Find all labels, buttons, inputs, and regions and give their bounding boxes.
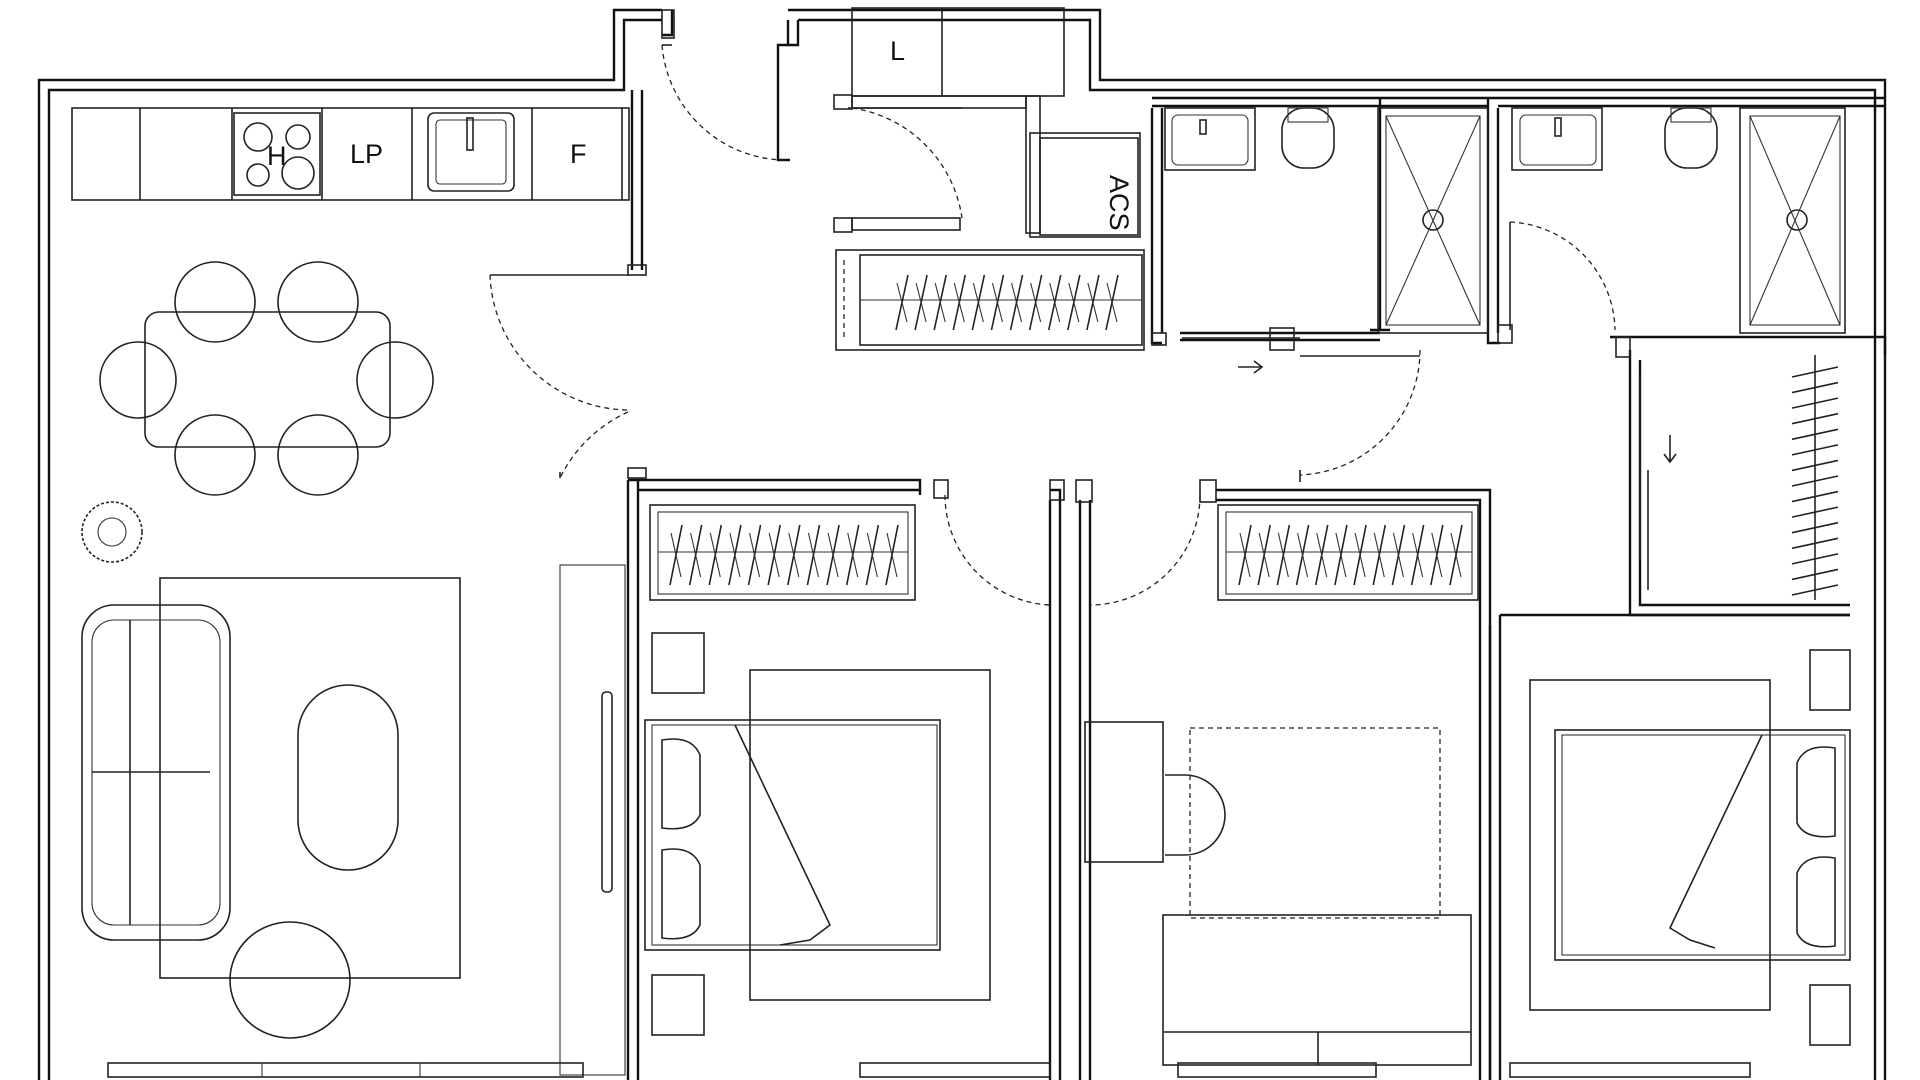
bedroom-1-furniture [644, 632, 991, 1036]
hanger-mark [972, 282, 984, 323]
hanger-mark [1791, 584, 1839, 596]
hob-label: H [267, 141, 287, 171]
arrow-right-icon [1238, 360, 1264, 374]
hanger-mark [1791, 381, 1839, 394]
hanger-mark [670, 532, 682, 578]
exterior-walls [37, 8, 1887, 1080]
bedroom-1-wardrobe [649, 504, 916, 601]
hangers-closet [1791, 366, 1839, 596]
hanger-mark [788, 532, 800, 578]
dining-chairs [99, 261, 434, 496]
hanger-mark [1392, 532, 1404, 578]
tv-unit [601, 691, 613, 893]
hanger-mark [991, 282, 1003, 323]
sofa [81, 604, 231, 941]
hanger-mark [1791, 553, 1839, 565]
hanger-mark [1277, 532, 1289, 578]
dining-table [144, 311, 391, 448]
hanger-mark [915, 282, 927, 323]
hanger-mark [1412, 532, 1424, 578]
hanger-mark [1791, 459, 1839, 472]
hanger-mark [886, 532, 898, 578]
hangers-corridor [895, 274, 1119, 331]
dishwasher-label: LP [350, 139, 383, 169]
hanger-mark [709, 532, 721, 578]
bedroom-3-furniture [1529, 649, 1851, 1046]
hanger-mark [1791, 506, 1839, 518]
hanger-mark [1791, 490, 1839, 503]
arrow-down-icon [1663, 435, 1677, 464]
hanger-mark [1791, 412, 1839, 425]
hanger-mark [1258, 532, 1270, 578]
hanger-mark [866, 532, 878, 578]
hanger-mark [1791, 397, 1839, 409]
hanger-mark [749, 532, 761, 578]
hanger-mark [1354, 532, 1366, 578]
living-rug [159, 577, 461, 979]
kitchen-counter [71, 107, 630, 201]
bedroom-2-wardrobe [1217, 504, 1479, 601]
hangers-bedroom-2 [1238, 524, 1463, 586]
hanger-mark [729, 532, 741, 578]
hanger-mark [1297, 532, 1309, 578]
hanger-mark [1335, 532, 1347, 578]
hanger-mark [1316, 532, 1328, 578]
laundry-label: L [890, 36, 905, 66]
bathroom-1-fixtures [1164, 107, 1489, 334]
hanger-mark [768, 532, 780, 578]
hanger-mark [1239, 532, 1251, 578]
hanger-mark [896, 282, 908, 323]
hanger-mark [1791, 521, 1839, 534]
doors [489, 44, 1649, 606]
bathroom-2-fixtures [1511, 107, 1841, 326]
hanger-mark [1106, 282, 1118, 323]
hanger-mark [1049, 282, 1061, 323]
hanger-mark [1791, 428, 1839, 441]
plant-icon [81, 501, 143, 563]
hanger-mark [1373, 532, 1385, 578]
hanger-mark [1011, 282, 1023, 323]
hanger-mark [1791, 537, 1839, 550]
hanger-mark [953, 282, 965, 323]
hanger-mark [1450, 532, 1462, 578]
hanger-mark [1030, 282, 1042, 323]
water-heater-label: ACS [1104, 175, 1134, 231]
windows [107, 1062, 1751, 1078]
hanger-mark [1431, 532, 1443, 578]
hangers-bedroom-1 [669, 524, 899, 586]
hanger-mark [690, 532, 702, 578]
hob-appliance: H [233, 112, 321, 196]
kitchen-sink [427, 112, 515, 192]
hanger-mark [934, 282, 946, 323]
hanger-mark [1087, 282, 1099, 323]
hanger-mark [847, 532, 859, 578]
hanger-mark [1068, 282, 1080, 323]
interior-walls [559, 7, 1887, 1080]
hanger-mark [827, 532, 839, 578]
coffee-table [297, 684, 399, 871]
hanger-mark [1791, 444, 1839, 456]
bedroom-2-furniture [1084, 721, 1472, 1066]
hanger-mark [807, 532, 819, 578]
fridge-label: F [570, 139, 587, 169]
armchair [229, 921, 351, 1039]
hanger-mark [1791, 366, 1839, 378]
hanger-mark [1791, 568, 1839, 581]
hanger-mark [1791, 475, 1839, 487]
